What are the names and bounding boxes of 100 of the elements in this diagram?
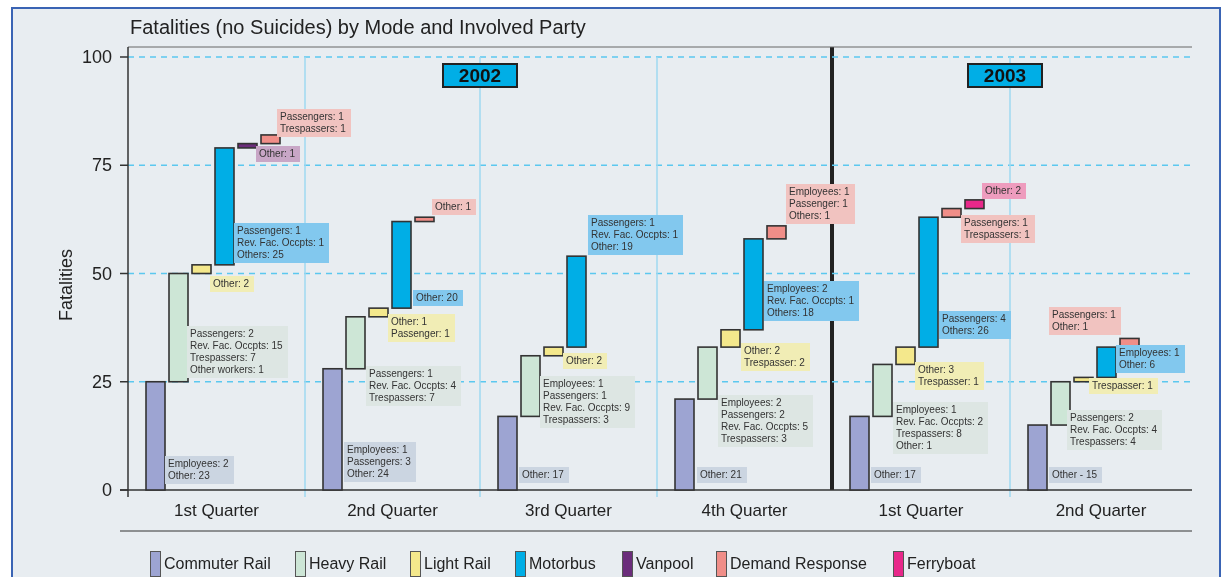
annotation: Rev. Fac. Occpts: 2 — [896, 416, 984, 427]
annotation: Other: 1 — [391, 316, 428, 327]
annotation: Passengers: 2 — [721, 409, 785, 420]
tick-label: 75 — [91, 154, 112, 176]
year-label: 2003 — [967, 63, 1043, 88]
legend-label: Heavy Rail — [309, 555, 387, 573]
axis-title: Fatalities — [55, 249, 77, 321]
annotation: Other: 1 — [896, 440, 933, 451]
annotation: Passengers: 1 — [1052, 309, 1116, 320]
annotation: Trespassers: 7 — [190, 352, 256, 363]
annotation: Other workers: 1 — [190, 364, 264, 375]
annotation: Employees: 1 — [896, 404, 957, 415]
annotation: Passengers: 1 — [369, 368, 433, 379]
legend-label: Light Rail — [424, 555, 491, 573]
annotation: Other: 24 — [347, 468, 389, 479]
annotation: Other: 1 — [259, 148, 296, 159]
annotation: Other: 17 — [522, 469, 564, 480]
annotation: Trespasser: 1 — [918, 376, 979, 387]
data-label: Employees: 1 Passenger: 1 Others: 1 — [786, 184, 855, 224]
annotation: Others: 25 — [237, 249, 284, 260]
year-label: 2002 — [442, 63, 518, 88]
annotation: Rev. Fac. Occpts: 15 — [190, 340, 283, 351]
annotation: Other: 19 — [591, 241, 633, 252]
data-label: Other: 2 — [563, 353, 608, 369]
annotation: Other: 17 — [874, 469, 916, 480]
data-label: Employees: 2 Rev. Fac. Occpts: 1 Others: 18 — [764, 281, 860, 321]
data-label: Passengers: 1 Rev. Fac. Occpts: 1 Others: 25 — [234, 223, 330, 263]
annotation: Passengers: 4 — [942, 313, 1006, 324]
legend-label: Motorbus — [529, 555, 596, 573]
data-label: Employees: 2 Other: 23 — [165, 456, 234, 484]
annotation: Rev. Fac. Occpts: 1 — [591, 229, 679, 240]
annotation: Passenger: 1 — [391, 328, 450, 339]
annotation: Trespasser: 2 — [744, 357, 805, 368]
tick-label: 0 — [102, 479, 112, 501]
category-label: 2nd Quarter — [347, 501, 438, 521]
annotation: Passengers: 2 — [1070, 412, 1134, 423]
annotation: Passengers: 1 — [280, 111, 344, 122]
annotation: Other: 2 — [744, 345, 781, 356]
annotation: Employees: 2 — [767, 283, 828, 294]
data-label: Passengers: 2 Rev. Fac. Occpts: 4 Trespassers: 4 — [1067, 410, 1163, 450]
annotation: Employees: 1 — [1119, 347, 1180, 358]
annotation: Passengers: 1 — [591, 217, 655, 228]
annotation: Others: 18 — [767, 307, 814, 318]
annotation: Trespassers: 1 — [280, 123, 346, 134]
annotation: Rev. Fac. Occpts: 1 — [767, 295, 855, 306]
data-label: Other: 17 — [871, 467, 921, 483]
data-label: Passengers: 1 Other: 1 — [1049, 307, 1121, 335]
annotation: Passengers: 1 — [237, 225, 301, 236]
annotation: Other: 6 — [1119, 359, 1156, 370]
annotation: Other - 15 — [1052, 469, 1098, 480]
annotation: Trespassers: 3 — [543, 414, 609, 425]
legend-label: Demand Response — [730, 555, 867, 573]
data-label: Other: 17 — [519, 467, 569, 483]
annotation: Other: 3 — [918, 364, 955, 375]
tick-label: 25 — [91, 371, 112, 393]
annotation: Employees: 1 — [789, 186, 850, 197]
annotation: Trespassers: 4 — [1070, 436, 1136, 447]
annotation: Passengers: 3 — [347, 456, 411, 467]
annotation: Passengers: 1 — [964, 217, 1028, 228]
category-label: 4th Quarter — [701, 501, 788, 521]
data-label: Passengers: 1 Rev. Fac. Occpts: 4 Trespassers: 7 — [366, 366, 462, 406]
annotation: Rev. Fac. Occpts: 5 — [721, 421, 809, 432]
data-label: Trespasser: 1 — [1089, 378, 1158, 394]
data-label: Other: 21 — [697, 467, 747, 483]
annotation: Rev. Fac. Occpts: 1 — [237, 237, 325, 248]
data-label: Other: 1 Passenger: 1 — [388, 314, 455, 342]
category-label: 2nd Quarter — [1055, 501, 1147, 521]
data-label: Other - 15 — [1049, 467, 1103, 483]
data-label: Employees: 1 Other: 6 — [1116, 345, 1185, 373]
annotation: Other: 2 — [213, 278, 250, 289]
annotation: Employees: 2 — [721, 397, 782, 408]
annotation: Trespassers: 3 — [721, 433, 787, 444]
annotation: Others: 26 — [942, 325, 989, 336]
annotation: Trespassers: 7 — [369, 392, 435, 403]
annotation: Employees: 1 — [543, 378, 604, 389]
legend-label: Commuter Rail — [164, 555, 271, 573]
annotation: Rev. Fac. Occpts: 9 — [543, 402, 631, 413]
annotation: Employees: 2 — [168, 458, 229, 469]
data-label: Passengers: 4 Others: 26 — [939, 311, 1011, 339]
annotation: Other: 1 — [1052, 321, 1089, 332]
annotation: Trespassers: 1 — [964, 229, 1030, 240]
data-label: Passengers: 1 Trespassers: 1 — [961, 215, 1035, 243]
annotation: Employees: 1 — [347, 444, 408, 455]
annotation: Rev. Fac. Occpts: 4 — [369, 380, 457, 391]
data-label: Other: 2 Trespasser: 2 — [741, 343, 810, 371]
annotation: Other: 1 — [435, 201, 472, 212]
annotation: Passengers: 2 — [190, 328, 254, 339]
category-label: 1st Quarter — [174, 501, 259, 521]
annotation: Others: 1 — [789, 210, 831, 221]
data-label: Other: 20 — [413, 290, 463, 306]
tick-label: 100 — [81, 46, 112, 68]
legend-label: Ferryboat — [907, 555, 976, 573]
tick-label: 50 — [91, 263, 112, 284]
data-label: Other: 2 — [982, 183, 1027, 199]
annotation: Other: 23 — [168, 470, 210, 481]
annotation: Other: 21 — [700, 469, 742, 480]
data-label: Passengers: 1 Trespassers: 1 — [277, 109, 351, 137]
legend-label: Vanpool — [636, 555, 694, 573]
data-label: Other: 3 Trespasser: 1 — [915, 362, 984, 390]
annotation: Passenger: 1 — [789, 198, 848, 209]
